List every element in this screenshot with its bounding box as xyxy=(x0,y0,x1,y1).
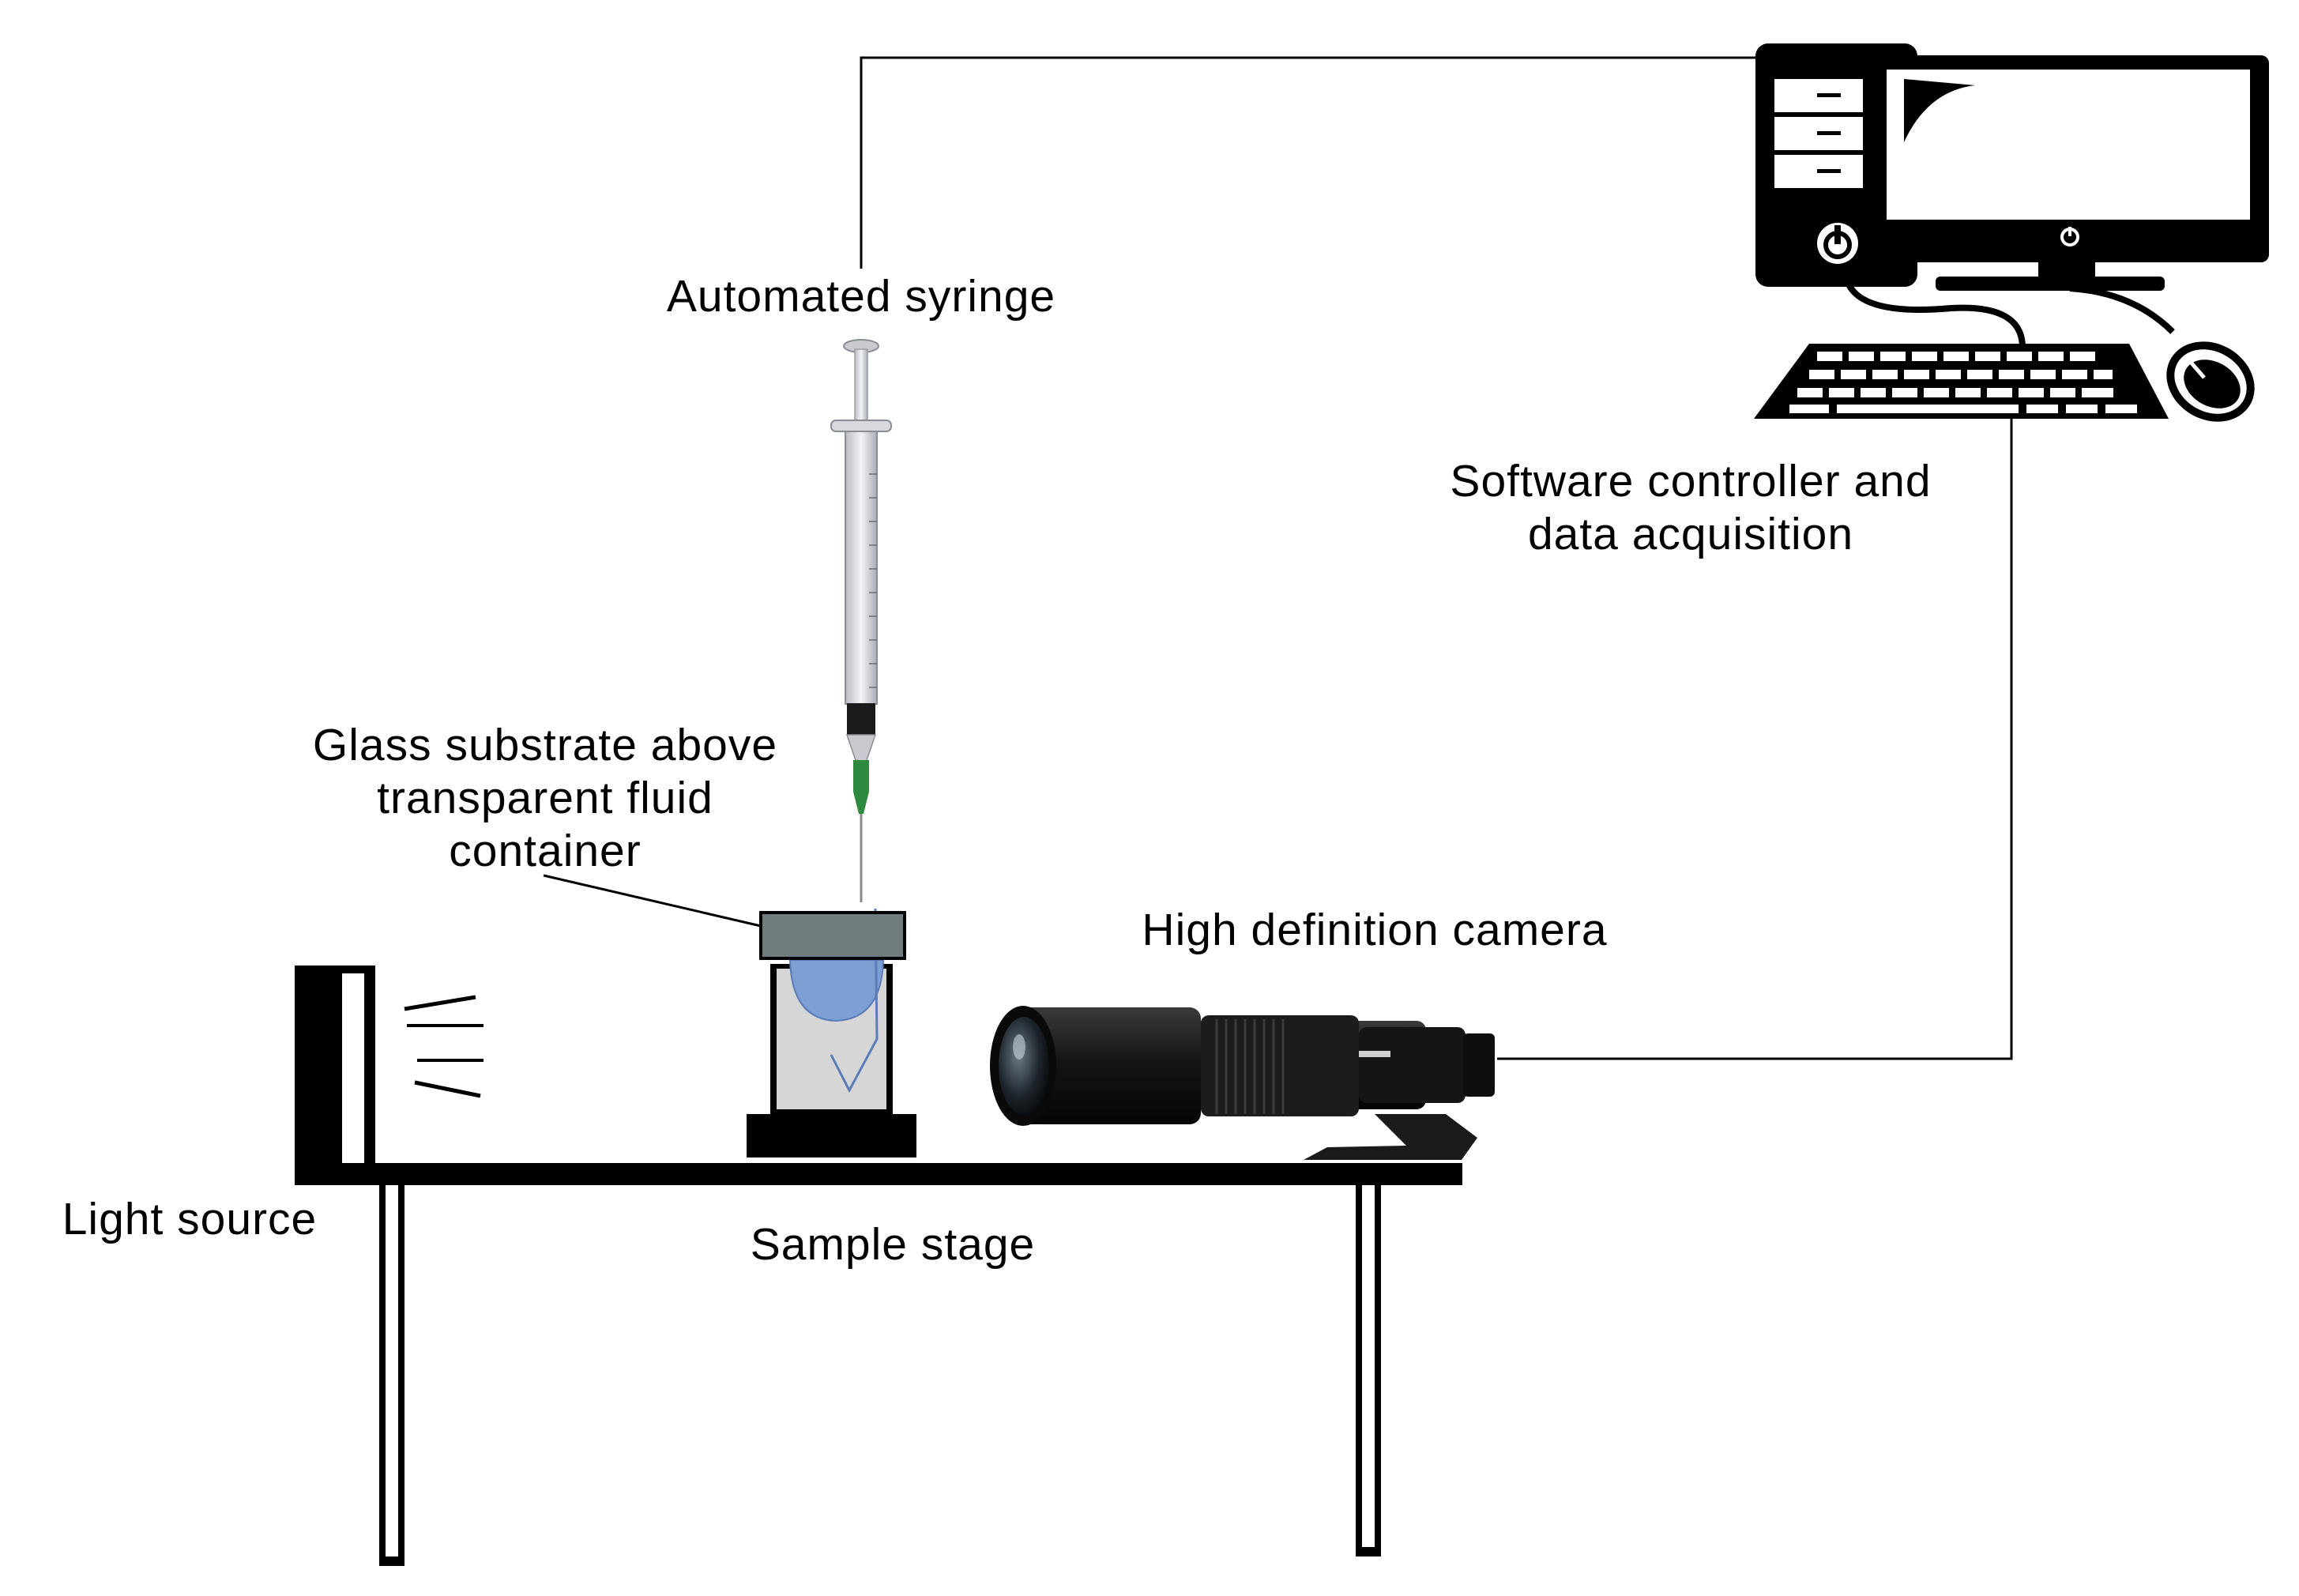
desktop-computer-icon xyxy=(1754,43,2269,422)
telephoto-camera-icon xyxy=(990,1006,1495,1160)
syringe-control-cable xyxy=(860,56,1817,269)
camera-label: High definition camera xyxy=(1142,905,1608,955)
sample-stage-label: Sample stage xyxy=(750,1219,1036,1270)
software-controller-label-line1: Software controller and xyxy=(1450,456,1932,506)
automated-syringe-label: Automated syringe xyxy=(666,271,1056,322)
fluid-container-icon xyxy=(747,908,916,1157)
substrate-leader-line xyxy=(543,874,762,928)
syringe-icon xyxy=(830,339,892,902)
glass-substrate-label-line1: Glass substrate above xyxy=(312,720,778,770)
sample-stage-table-icon xyxy=(295,1163,1462,1566)
software-controller-label-line2: data acquisition xyxy=(1527,509,1854,559)
glass-substrate-label-line2: transparent fluid xyxy=(377,773,713,823)
light-source-icon xyxy=(295,966,484,1171)
camera-data-cable xyxy=(1497,371,2013,1060)
light-source-label: Light source xyxy=(62,1194,318,1244)
software-controller-label: Software controller and data acquisition xyxy=(1390,455,1991,561)
glass-substrate-label-line3: container xyxy=(449,826,642,876)
glass-substrate-label: Glass substrate above transparent fluid … xyxy=(253,719,837,878)
